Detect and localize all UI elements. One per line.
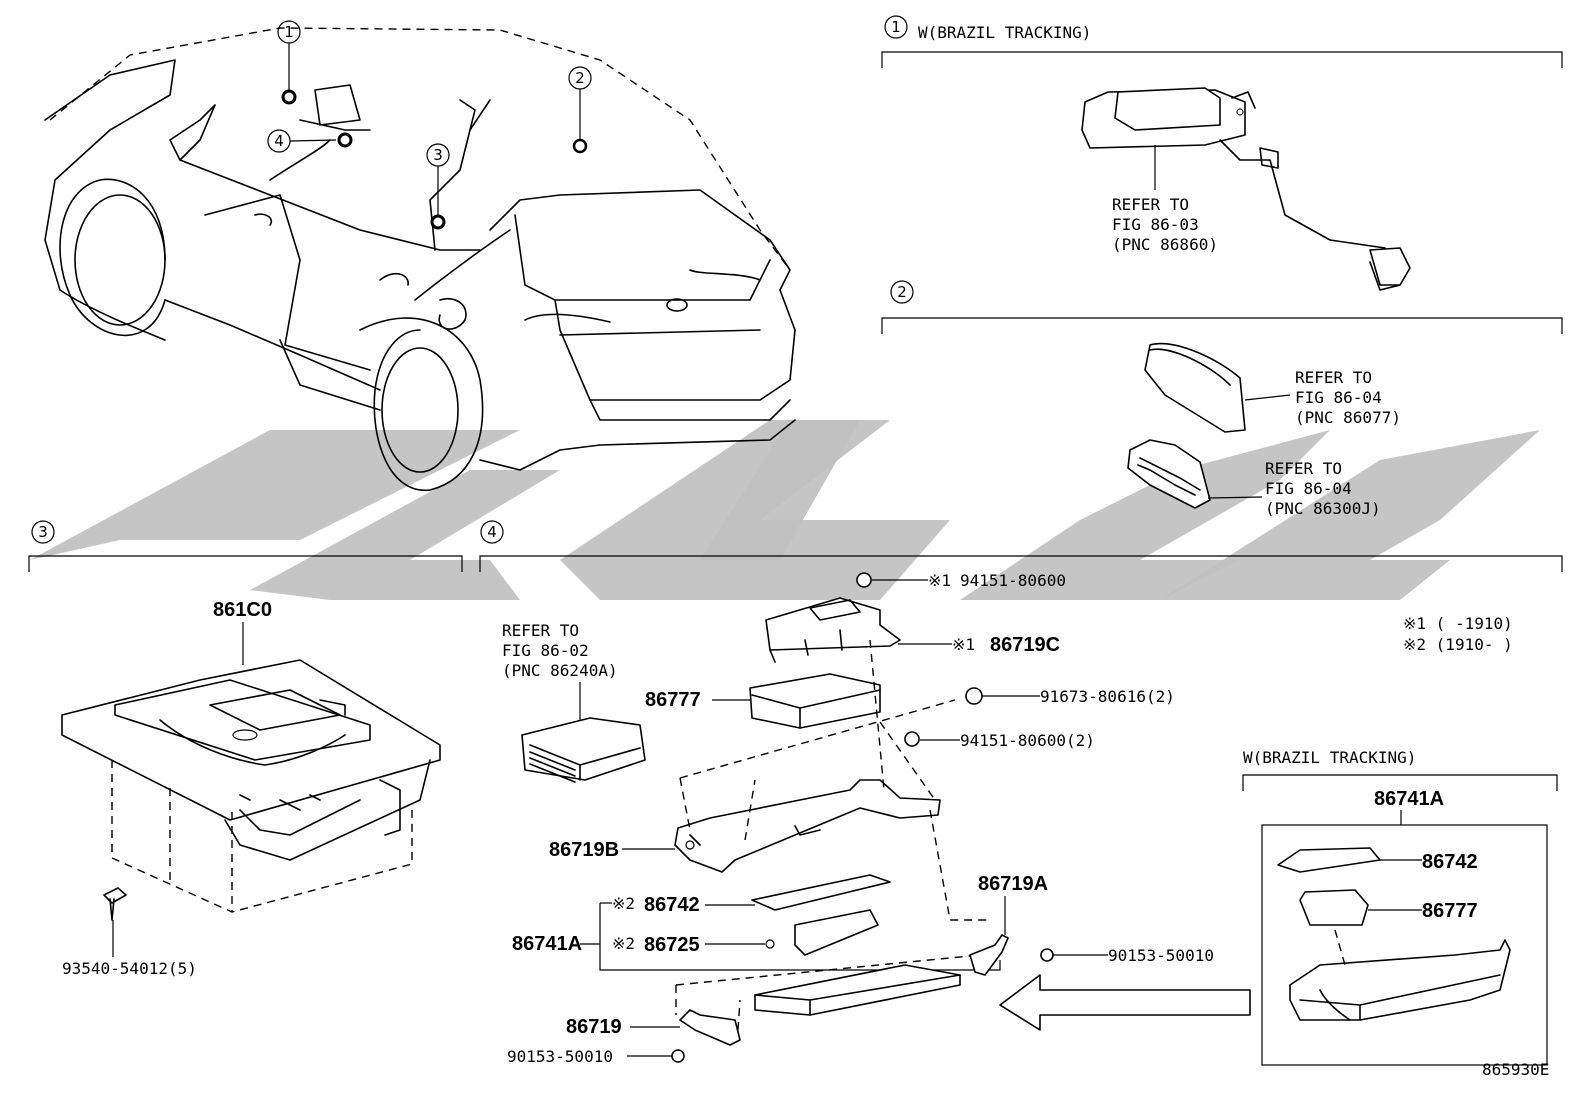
bolt-91673-drawing [965, 687, 983, 705]
inset-86742-label: 86742 [1422, 851, 1478, 873]
cover-86742-drawing [751, 874, 891, 911]
svg-text:FIG 86-03: FIG 86-03 [1112, 215, 1199, 234]
part-91673-label: 91673-80616(2) [1040, 687, 1175, 706]
note-1: ※1 ( -1910) [1403, 614, 1513, 633]
svg-text:FIG 86-04: FIG 86-04 [1295, 388, 1382, 407]
module-86725-drawing [765, 909, 879, 956]
part-93540-label: 93540-54012(5) [62, 959, 197, 978]
svg-text:2: 2 [897, 283, 907, 301]
section-1-title: W(BRAZIL TRACKING) [918, 23, 1091, 42]
svg-text:(PNC 86300J): (PNC 86300J) [1265, 499, 1381, 518]
vehicle-outline [44, 27, 796, 491]
svg-text:※2: ※2 [612, 934, 635, 953]
bracket-86719-drawing [679, 1009, 741, 1046]
bracket-86719A-drawing [969, 934, 1009, 976]
svg-text:(PNC 86240A): (PNC 86240A) [502, 661, 618, 680]
inset-title: W(BRAZIL TRACKING) [1243, 748, 1416, 767]
module-86240A-drawing [521, 717, 646, 783]
svg-text:4: 4 [487, 523, 497, 541]
svg-text:(PNC 86860): (PNC 86860) [1112, 235, 1218, 254]
section-1: 1 W(BRAZIL TRACKING) REFER TO FIG 86-03 … [881, 15, 1563, 291]
inset-86741A-label: 86741A [1374, 788, 1444, 810]
direction-arrow [999, 974, 1251, 1031]
section-1-refer-line1: REFER TO [1112, 195, 1189, 214]
part-90153-right-label: 90153-50010 [1108, 946, 1214, 965]
svg-text:REFER TO: REFER TO [502, 621, 579, 640]
section-3: 3 861C0 93540-54012(5) [28, 520, 463, 978]
part-86742-label: 86742 [644, 894, 700, 916]
svg-text:1: 1 [891, 18, 901, 36]
svg-text:4: 4 [274, 132, 284, 150]
inset-cover-86742-drawing [1277, 847, 1381, 873]
inset-brazil-tracking: W(BRAZIL TRACKING) 86741A 86742 86777 [1242, 748, 1558, 1066]
screw-90153-bottom-drawing [671, 1049, 685, 1063]
part-90153-bottom-label: 90153-50010 [507, 1047, 613, 1066]
inset-86777-label: 86777 [1422, 900, 1478, 922]
svg-text:3: 3 [433, 146, 443, 164]
svg-text:FIG 86-04: FIG 86-04 [1265, 479, 1352, 498]
unit-lower-drawing [754, 964, 961, 1016]
inset-unit-drawing [1289, 939, 1511, 1021]
nut-top-drawing [856, 572, 872, 588]
module-86777-drawing [749, 673, 881, 729]
svg-text:FIG 86-02: FIG 86-02 [502, 641, 589, 660]
screw-93540-drawing [103, 887, 127, 921]
svg-text:※2: ※2 [612, 894, 635, 913]
tracking-module-drawing [1081, 87, 1411, 291]
callout-1-label: 1 [284, 23, 294, 41]
svg-text:2: 2 [575, 69, 585, 87]
svg-text:3: 3 [38, 523, 48, 541]
part-86719C-label: 86719C [990, 634, 1060, 656]
bracket-86719C-drawing [765, 597, 901, 663]
screw-90153-right-drawing [1040, 948, 1054, 962]
note-2: ※2 (1910- ) [1403, 635, 1513, 654]
section-4: 4 REFER TO FIG 86-02 (PNC 86240A) ※1 941… [479, 520, 1563, 1066]
part-86777-label: 86777 [645, 689, 701, 711]
svg-text:(PNC 86077): (PNC 86077) [1295, 408, 1401, 427]
part-86719-label: 86719 [566, 1016, 622, 1038]
section-2: 2 REFER TO FIG 86-04 (PNC 86077) REFER T… [881, 280, 1563, 518]
antenna-cover-drawing [1144, 342, 1246, 433]
svg-text:※1: ※1 [928, 571, 951, 590]
bracket-86719B-drawing [674, 779, 941, 873]
svg-text:※1: ※1 [952, 635, 975, 654]
part-86719B-label: 86719B [549, 839, 619, 861]
antenna-base-drawing [1127, 439, 1211, 509]
part-94151-label: 94151-80600(2) [960, 731, 1095, 750]
tray-861C0-drawing [61, 659, 441, 861]
watermark-logo [30, 420, 1540, 600]
part-861C0-label: 861C0 [213, 599, 272, 621]
inset-module-86777-drawing [1299, 889, 1369, 926]
figure-id-code: 865930E [1482, 1060, 1549, 1079]
svg-text:REFER TO: REFER TO [1295, 368, 1372, 387]
part-86741A-label: 86741A [512, 933, 582, 955]
nut-94151-drawing [904, 731, 920, 747]
part-86725-label: 86725 [644, 934, 700, 956]
part-94151-top-label: 94151-80600 [960, 571, 1066, 590]
part-86719A-label: 86719A [978, 873, 1048, 895]
vehicle-callouts: 1 2 3 4 [267, 20, 592, 230]
svg-text:REFER TO: REFER TO [1265, 459, 1342, 478]
